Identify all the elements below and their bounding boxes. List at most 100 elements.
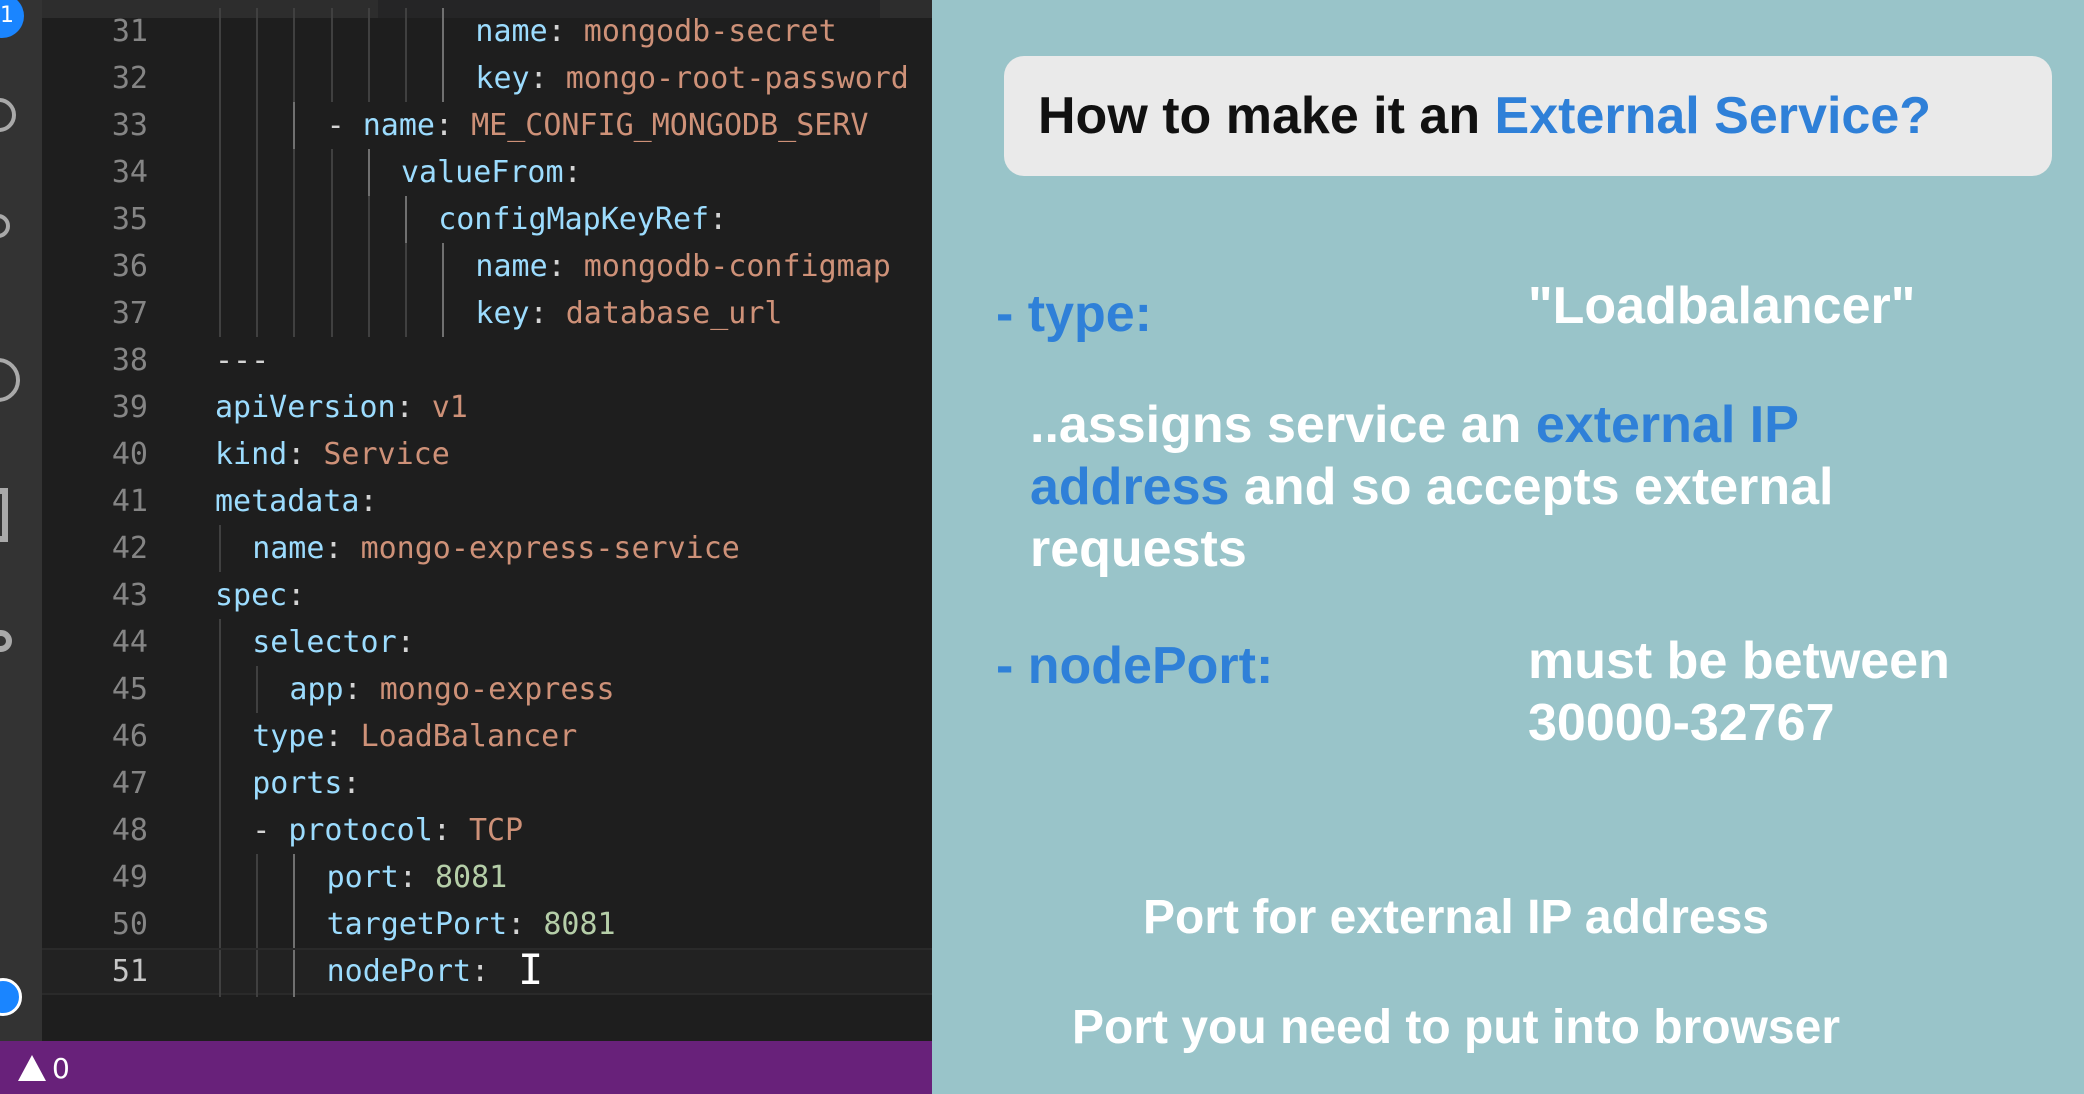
indent-guide <box>293 901 296 948</box>
line-number: 41 <box>111 484 148 519</box>
code-text: port: 8081 <box>327 854 508 901</box>
indent-guide <box>256 55 259 102</box>
indent-guide <box>256 8 259 55</box>
code-text: --- <box>215 337 269 384</box>
indent-guide <box>330 243 333 290</box>
code-text: - name: ME_CONFIG_MONGODB_SERV <box>327 102 869 149</box>
indent-guide <box>367 290 370 337</box>
indent-guide <box>293 102 296 149</box>
code-text: app: mongo-express <box>289 666 614 713</box>
remote-icon[interactable] <box>0 630 12 652</box>
indent-guide <box>219 854 221 901</box>
line-number: 50 <box>111 907 148 942</box>
indent-guide <box>367 243 370 290</box>
code-line[interactable]: 50 targetPort: 8081 <box>42 901 932 948</box>
code-line[interactable]: 33- name: ME_CONFIG_MONGODB_SERV <box>42 102 932 149</box>
yaml-key: kind <box>215 437 288 472</box>
yaml-key: configMapKeyRef <box>438 202 710 237</box>
indent-guide <box>293 149 296 196</box>
indent-guide <box>405 290 407 337</box>
indent-guide <box>256 950 259 997</box>
yaml-value: mongo-express <box>379 672 615 707</box>
yaml-key: name <box>475 249 548 284</box>
code-line[interactable]: 45 app: mongo-express <box>42 666 932 713</box>
indent-guide <box>293 8 296 55</box>
line-number: 48 <box>111 813 148 848</box>
code-line[interactable]: 48- protocol: TCP <box>42 807 932 854</box>
yaml-key: metadata <box>215 484 360 519</box>
indent-guide <box>330 8 333 55</box>
yaml-value: 8081 <box>543 907 616 942</box>
code-line[interactable]: 38 --- <box>42 337 932 384</box>
yaml-value: database_url <box>565 296 783 331</box>
indent-guide <box>256 149 259 196</box>
yaml-key: app <box>289 672 344 707</box>
yaml-colon: : <box>287 437 324 472</box>
yaml-key: apiVersion <box>215 390 396 425</box>
extensions-icon[interactable] <box>0 488 8 542</box>
editor-tab[interactable] <box>880 0 932 18</box>
code-line[interactable]: 43 spec: <box>42 572 932 619</box>
nodeport-label: - nodePort: <box>996 637 1274 695</box>
yaml-colon: : <box>471 954 508 989</box>
timeline-icon[interactable] <box>0 978 22 1016</box>
code-text: ports: <box>252 760 378 807</box>
yaml-colon: : <box>324 531 361 566</box>
line-number: 31 <box>111 14 148 49</box>
yaml-value: v1 <box>431 390 468 425</box>
line-number: 43 <box>111 578 148 613</box>
code-text: nodePort: <box>327 950 508 993</box>
yaml-value: LoadBalancer <box>360 719 578 754</box>
indent-guide <box>405 196 407 243</box>
code-text: spec: <box>215 572 323 619</box>
indent-guide <box>367 196 370 243</box>
indent-guide <box>256 102 259 149</box>
yaml-value: ME_CONFIG_MONGODB_SERV <box>471 108 869 143</box>
type-value: "Loadbalancer" <box>1528 277 1916 335</box>
indent-guide <box>219 713 221 760</box>
line-number: 38 <box>111 343 148 378</box>
code-text: type: LoadBalancer <box>252 713 577 760</box>
account-icon[interactable] <box>0 358 20 402</box>
indent-guide <box>293 854 296 901</box>
code-line[interactable]: 35 configMapKeyRef: <box>42 196 932 243</box>
warnings-indicator[interactable]: 0 <box>18 1051 70 1085</box>
indent-guide <box>219 619 221 666</box>
indent-guide <box>219 525 221 572</box>
type-label: - type: <box>996 285 1152 343</box>
debug-icon[interactable] <box>0 214 10 238</box>
yaml-key: protocol <box>288 813 433 848</box>
code-line[interactable]: 39 apiVersion: v1 <box>42 384 932 431</box>
line-number: 37 <box>111 296 148 331</box>
text-cursor: I <box>518 949 543 991</box>
yaml-value: mongodb-secret <box>583 14 837 49</box>
line-number: 45 <box>111 672 148 707</box>
indent-guide <box>442 290 445 337</box>
code-text: apiVersion: v1 <box>215 384 468 431</box>
yaml-colon: : <box>398 860 435 895</box>
line-number: 35 <box>111 202 148 237</box>
indent-guide <box>219 243 221 290</box>
indent-guide <box>256 666 259 713</box>
indent-guide <box>330 290 333 337</box>
line-number: 39 <box>111 390 148 425</box>
yaml-colon: : <box>709 202 746 237</box>
indent-guide <box>219 807 221 854</box>
source-control-icon[interactable] <box>0 98 16 132</box>
notification-badge[interactable]: 1 <box>0 0 24 38</box>
code-text: targetPort: 8081 <box>327 901 616 948</box>
